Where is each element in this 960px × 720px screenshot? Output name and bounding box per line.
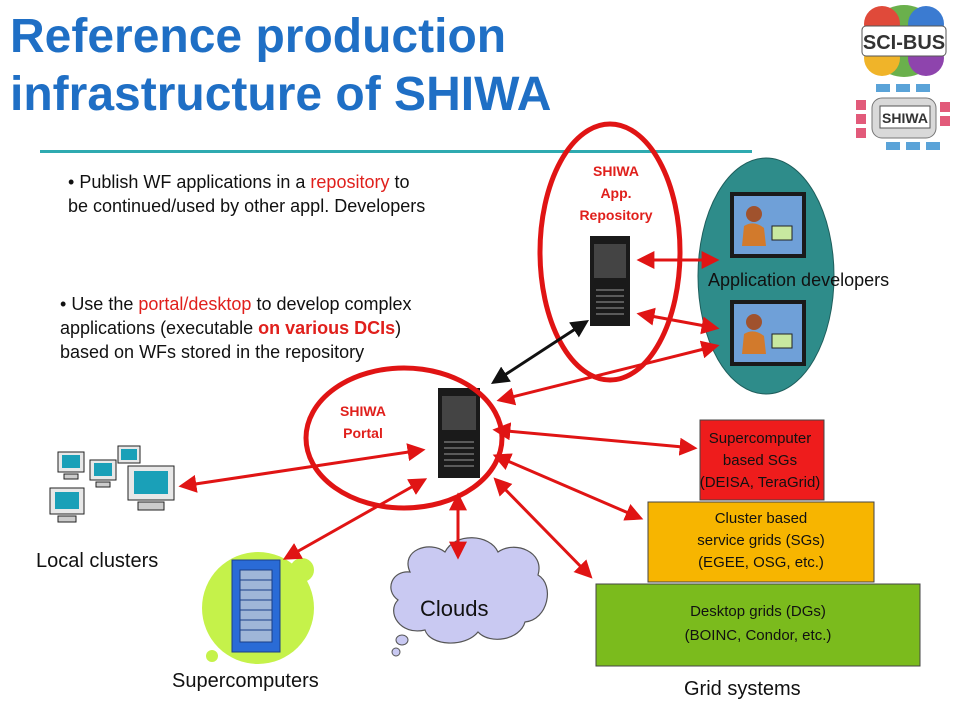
clouds-label: Clouds	[420, 596, 489, 621]
arrow-portal-dev	[496, 340, 720, 406]
cluster-grid-box	[647, 501, 875, 583]
arrow-portal-supercomputers	[282, 478, 428, 560]
desktop-grid-box	[595, 583, 921, 667]
repository-label: SHIWA App. Repository	[579, 163, 653, 223]
supercomputer-icon	[202, 552, 314, 664]
supercomputer-grid-text: Supercomputer based SGs (DEISA, TeraGrid…	[699, 430, 821, 491]
svg-text:SCI-BUS: SCI-BUS	[863, 32, 945, 54]
arrow-portal-desktop	[493, 477, 593, 579]
local-clusters-label: Local clusters	[36, 550, 159, 572]
scibus-logo: SCI-BUS	[861, 5, 947, 77]
developer-icon-1	[730, 192, 806, 258]
bullet-use-portal: • Use the portal/desktop to develop comp…	[60, 294, 412, 362]
title-underline	[40, 150, 752, 153]
arrow-portal-supercomputer-sg	[492, 422, 698, 456]
cluster-grid-text: Cluster based service grids (SGs) (EGEE,…	[697, 510, 825, 571]
portal-label: SHIWA Portal	[340, 403, 386, 441]
svg-text:SHIWA: SHIWA	[882, 110, 928, 126]
desktop-grid-text: Desktop grids (DGs) (BOINC, Condor, etc.…	[684, 603, 832, 644]
bullet-publish: • Publish WF applications in a repositor…	[68, 172, 426, 216]
grid-systems-label: Grid systems	[684, 678, 801, 700]
app-developers-label: Application developers	[708, 270, 890, 290]
arrow-portal-local	[178, 443, 426, 493]
page-title: Reference production infrastructure of S…	[10, 10, 552, 121]
shiwa-logo: SHIWA	[854, 82, 954, 152]
developer-icon-2	[730, 300, 806, 366]
supercomputers-label: Supercomputers	[172, 670, 319, 692]
supercomputer-grid-box	[699, 419, 825, 501]
local-clusters-icon	[49, 445, 175, 523]
repository-server-icon	[590, 236, 630, 326]
arrow-portal-cluster	[492, 453, 644, 521]
portal-server-icon	[438, 388, 480, 478]
arrow-repo-dev2	[636, 307, 720, 335]
arrow-portal-repo	[490, 320, 590, 384]
